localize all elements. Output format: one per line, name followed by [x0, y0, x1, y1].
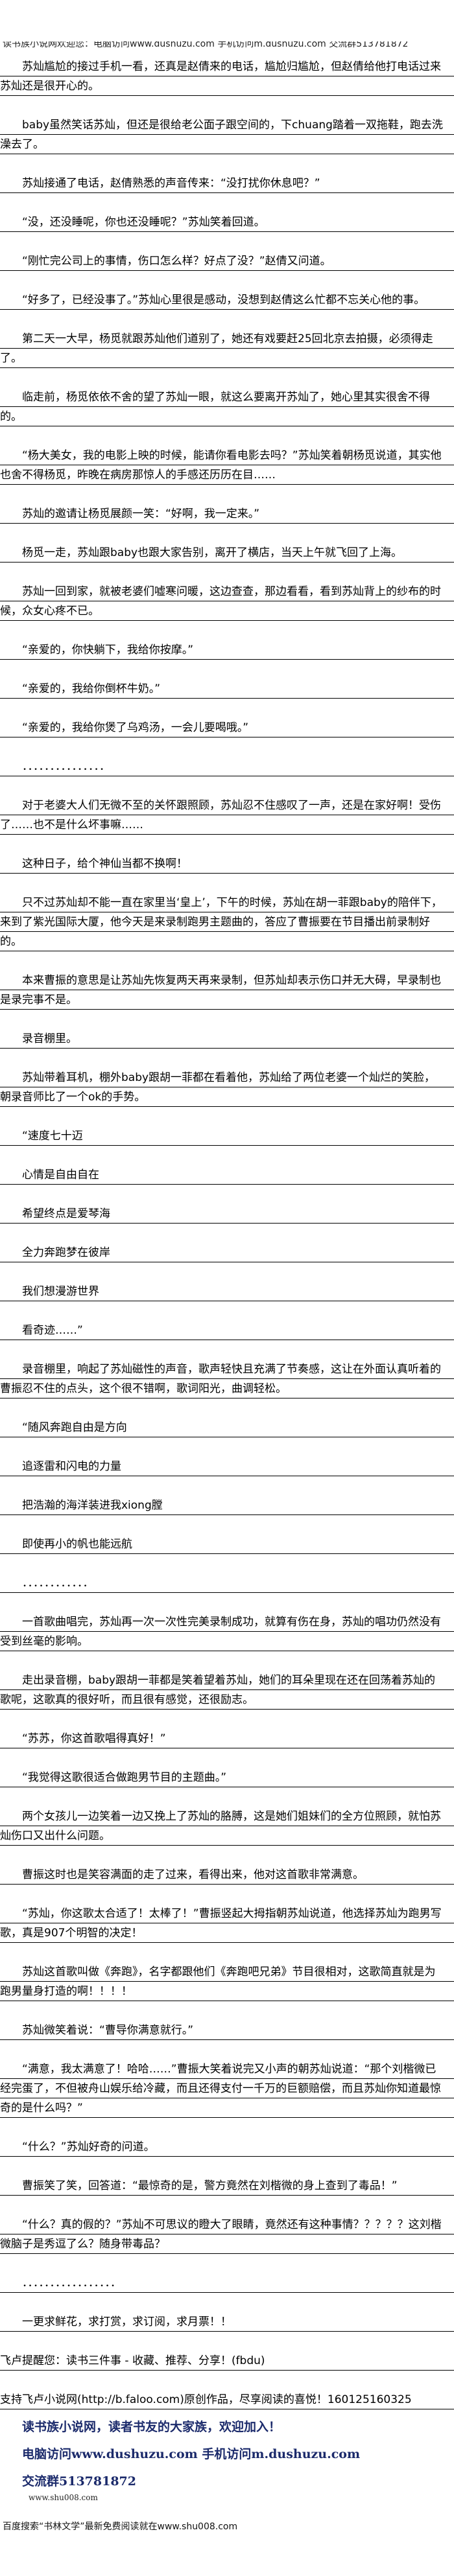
chapter-paragraph: 即使再小的帆也能远航 [0, 1535, 454, 1554]
chapter-paragraph: 临走前，杨觅依依不舍的望了苏灿一眼，就这么要离开苏灿了，她心里其实很舍不得的。 [0, 388, 454, 426]
chapter-paragraph: “满意，我太满意了！哈哈……”曹振大笑着说完又小声的朝苏灿说道：“那个刘楷微已经… [0, 2060, 454, 2118]
chapter-paragraph: 录音棚里。 [0, 1029, 454, 1049]
chapter-paragraph: “什么？真的假的？”苏灿不可思议的瞪大了眼睛，竟然还有这种事情？？？？？这刘楷微… [0, 2215, 454, 2254]
chapter-paragraph: ．．．．．．．．．．．． [0, 1573, 454, 1593]
chapter-paragraph: 这种日子，给个神仙当都不换啊！ [0, 854, 454, 874]
chapter-paragraph: “什么？”苏灿好奇的问道。 [0, 2137, 454, 2157]
chapter-body: 苏灿尴尬的接过手机一看，还真是赵倩来的电话，尴尬归尴尬，但赵倩给他打电话过来苏灿… [0, 57, 454, 2409]
footer-welcome: 读书族小说网，读者书友的大家族，欢迎加入！ [22, 2420, 281, 2434]
chapter-paragraph: 我们想漫游世界 [0, 1282, 454, 1301]
chapter-paragraph: “没，还没睡呢，你也还没睡呢？”苏灿笑着回道。 [0, 213, 454, 232]
chapter-paragraph: 苏灿尴尬的接过手机一看，还真是赵倩来的电话，尴尬归尴尬，但赵倩给他打电话过来苏灿… [0, 57, 454, 96]
chapter-paragraph: “苏灿，你这歌太合适了！太棒了！”曹振竖起大拇指朝苏灿说道，他选择苏灿为跑男写歌… [0, 1904, 454, 1943]
chapter-paragraph: 苏灿一回到家，就被老婆们嘘寒问暖，这边查查，那边看看，看到苏灿背上的纱布的时候，… [0, 582, 454, 621]
chapter-paragraph: 把浩瀚的海洋装进我xiong膛 [0, 1496, 454, 1515]
chapter-paragraph: baby虽然笑话苏灿，但还是很给老公面子跟空间的，下chuang踏着一双拖鞋，跑… [0, 115, 454, 154]
chapter-paragraph: 第二天一大早，杨觅就跟苏灿他们道别了，她还有戏要赶25回北京去拍摄，必须得走了。 [0, 329, 454, 368]
chapter-paragraph: “苏苏，你这首歌唱得真好！” [0, 1729, 454, 1748]
chapter-paragraph: “好多了，已经没事了。”苏灿心里很是感动，没想到赵倩这么忙都不忘关心他的事。 [0, 290, 454, 310]
chapter-paragraph: 只不过苏灿却不能一直在家里当‘皇上’，下午的时候，苏灿在胡一菲跟baby的陪伴下… [0, 893, 454, 951]
chapter-paragraph: 全力奔跑梦在彼岸 [0, 1243, 454, 1262]
footer-access-links[interactable]: 电脑访问www.dushuzu.com 手机访问m.dushuzu.com [22, 2447, 361, 2461]
chapter-paragraph: 曹振这时也是笑容满面的走了过来，看得出来，他对这首歌非常满意。 [0, 1865, 454, 1885]
chapter-paragraph: “亲爱的，我给你倒杯牛奶。” [0, 679, 454, 699]
chapter-paragraph: 心情是自由自在 [0, 1165, 454, 1185]
chapter-paragraph: “随风奔跑自由是方向 [0, 1418, 454, 1437]
chapter-paragraph: “我觉得这歌很适合做跑男节目的主题曲。” [0, 1768, 454, 1787]
footer-group-number: 交流群513781872 [22, 2474, 136, 2489]
chapter-paragraph: 苏灿微笑着说：“曹导你满意就行。” [0, 2021, 454, 2040]
chapter-paragraph: 走出录音棚，baby跟胡一菲都是笑着望着苏灿，她们的耳朵里现在还在回荡着苏灿的歌… [0, 1671, 454, 1710]
chapter-paragraph: 本来曹振的意思是让苏灿先恢复两天再来录制，但苏灿却表示伤口并无大碍，早录制也是录… [0, 971, 454, 1010]
faloo-reminder: 飞卢提醒您：读书三件事 - 收藏、推荐、分享！(fbdu) [0, 2351, 454, 2371]
chapter-paragraph: “速度七十迈 [0, 1126, 454, 1146]
chapter-paragraph: 追逐雷和闪电的力量 [0, 1457, 454, 1476]
chapter-paragraph: 苏灿的邀请让杨觅展颜一笑：“好啊，我一定来。” [0, 504, 454, 524]
chapter-paragraph: 录音棚里，响起了苏灿磁性的声音，歌声轻快且充满了节奏感，这让在外面认真听着的曹振… [0, 1360, 454, 1398]
chapter-paragraph: ．．．．．．．．．．．．．．． [0, 757, 454, 776]
chapter-paragraph: 杨觅一走，苏灿跟baby也跟大家告别，离开了横店，当天上午就飞回了上海。 [0, 543, 454, 563]
chapter-paragraph: “刚忙完公司上的事情，伤口怎么样？好点了没？”赵倩又问道。 [0, 251, 454, 271]
chapter-paragraph: 一首歌曲唱完，苏灿再一次一次性完美录制成功，就算有伤在身，苏灿的唱功仍然没有受到… [0, 1612, 454, 1651]
chapter-paragraph: 曹振笑了笑，回答道：“最惊奇的是，警方竟然在刘楷微的身上查到了毒品！” [0, 2176, 454, 2196]
site-header-text: 读书族小说网欢迎您：电脑访问www.dushuzu.com 手机访问m.dush… [3, 41, 409, 48]
chapter-paragraph: “杨大美女，我的电影上映的时候，能请你看电影去吗？”苏灿笑着朝杨觅说道，其实他也… [0, 446, 454, 485]
site-header-banner: 读书族小说网欢迎您：电脑访问www.dushuzu.com 手机访问m.dush… [3, 41, 450, 48]
chapter-paragraph: 两个女孩儿一边笑着一边又挽上了苏灿的胳膊，这是她们姐妹们的全方位照顾，就怕苏灿伤… [0, 1807, 454, 1846]
chapter-paragraph: “亲爱的，我给你煲了乌鸡汤，一会儿要喝哦。” [0, 718, 454, 737]
chapter-paragraph: “亲爱的，你快躺下，我给你按摩。” [0, 640, 454, 660]
chapter-paragraph: ．．．．．．．．．．．．．．．．． [0, 2273, 454, 2293]
chapter-paragraph: 对于老婆大人们无微不至的关怀跟照顾，苏灿忍不住感叹了一声，还是在家好啊！受伤了…… [0, 796, 454, 835]
chapter-paragraph: 看奇迹……” [0, 1321, 454, 1340]
chapter-paragraph: 苏灿接通了电话，赵倩熟悉的声音传来：“没打扰你休息吧？” [0, 174, 454, 193]
chapter-paragraph: 一更求鲜花，求打赏，求订阅，求月票！！ [0, 2312, 454, 2332]
site-footer: 读书族小说网，读者书友的大家族，欢迎加入！ 电脑访问www.dushuzu.co… [0, 2409, 454, 2540]
chapter-paragraph: 希望终点是爱琴海 [0, 1204, 454, 1224]
footer-site-link[interactable]: www.shu008.com [29, 2493, 98, 2502]
faloo-support-note: 支持飞卢小说网(http://b.faloo.com)原创作品，尽享阅读的喜悦！… [0, 2390, 454, 2409]
chapter-paragraph: 苏灿带着耳机，棚外baby跟胡一菲都在看着他，苏灿给了两位老婆一个灿烂的笑脸，朝… [0, 1068, 454, 1107]
chapter-paragraph: 苏灿这首歌叫做《奔跑》，名字都跟他们《奔跑吧兄弟》节目很相对，这歌简直就是为跑男… [0, 1962, 454, 2001]
footer-baidu-search-note: 百度搜索“书林文学”最新免费阅读就在www.shu008.com [3, 2522, 238, 2532]
